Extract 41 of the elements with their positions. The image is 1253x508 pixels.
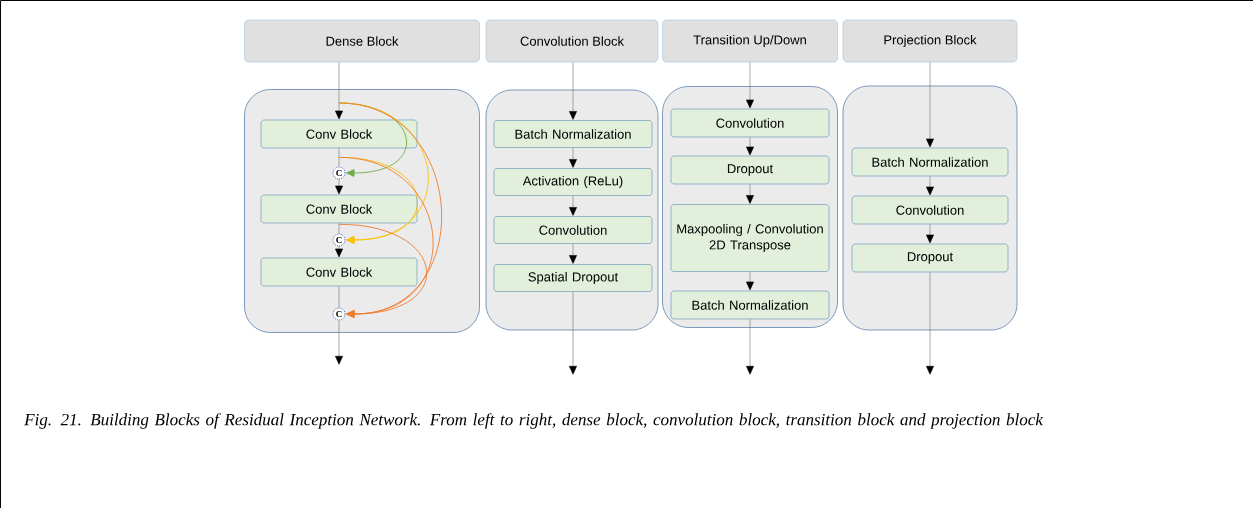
arrow [569,243,577,264]
arrow [746,137,754,156]
figure-caption: Fig. 21. Building Blocks of Residual Inception Network. From left to right, dense block, convolution block, transition block and projection block [24,413,1044,429]
arrow [335,320,343,365]
block-header: Convolution Block [485,19,659,63]
arrow [746,62,754,109]
layer-box: Spatial Dropout [493,264,653,292]
arrow [569,291,577,375]
layer-box: Convolution [670,108,830,138]
block-header: Transition Up/Down [662,19,838,63]
layer-box: Conv Block [260,194,418,224]
layer-box: Conv Block [260,119,418,149]
layer-box: Batch Normalization [493,120,653,148]
arrow [746,184,754,204]
layer-box: Convolution [851,195,1009,225]
arrow [569,147,577,168]
arrow [746,319,754,375]
connector-line [338,286,340,308]
arrow [335,246,343,258]
arrow [335,62,343,120]
layer-box: Maxpooling / Convolution 2D Transpose [670,204,830,272]
layer-box: Conv Block [260,257,418,287]
connector-line [338,148,340,167]
layer-box: Convolution [493,216,653,244]
arrow [746,271,754,291]
skip-connection [338,223,427,318]
layer-box: Dropout [670,155,830,185]
layer-box: Batch Normalization [670,290,830,320]
arrow [926,224,934,244]
layer-box: Dropout [851,243,1009,273]
arrow [926,62,934,148]
arrow [569,195,577,216]
layer-box: Batch Normalization [851,147,1009,177]
connector-line [338,223,340,234]
arrow [335,179,343,195]
arrow [926,176,934,196]
arrow [926,272,934,375]
layer-box: Activation (ReLu) [493,168,653,196]
arrow [569,62,577,120]
block-header: Dense Block [244,19,480,63]
block-header: Projection Block [842,19,1018,63]
